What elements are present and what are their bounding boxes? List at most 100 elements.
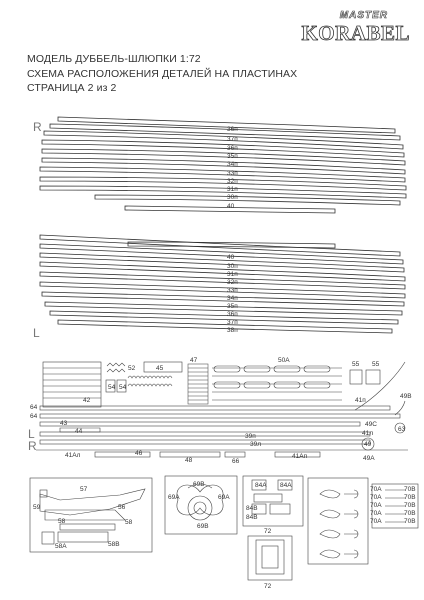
plank-label: 32п [227,178,238,185]
part-label: 70А [370,502,382,509]
part-label: 84В [246,505,258,512]
part-label: 39л [250,441,261,448]
right-side-marker: R [33,120,42,134]
part-label: 55 [352,361,360,368]
part-label: 64 [30,404,38,411]
part-label: 58 [125,519,133,526]
part-label: 69В [197,523,209,530]
part-label: 64 [30,413,38,420]
part-label: 41п [355,397,366,404]
part-label: 70В [404,494,416,501]
part-label: 52 [128,365,136,372]
part-label: 84В [246,514,258,521]
plate-bottom-left [29,477,153,553]
logo-korabel-text: KORABEL [301,21,410,46]
part-label: 43 [60,420,68,427]
plate-right-planks [39,116,407,214]
plank-label: 38п [227,327,238,334]
part-label: 72 [264,583,272,590]
plank-labels-left: 40 30п 31п 32п 33п 34п 35п 36п 37п 38п [227,254,238,334]
part-label: 42 [83,397,91,404]
title-page: СТРАНИЦА 2 из 2 [27,82,117,94]
part-label: 58В [108,541,120,548]
plate-bottom-69-labels: 69В 69А 69А 69В [168,481,230,530]
part-label: 49С [365,421,377,428]
lower-right-marker: R [28,439,37,453]
part-label: 58А [55,543,67,550]
plank-label: 35п [227,303,238,310]
plank-label: 34п [227,161,238,168]
plate-bottom-hooks-labels: 70А 70В 70А 70В 70А 70В 70А 70В 70А 70В [370,486,416,525]
part-label: 49 [364,441,372,448]
part-label: 48 [185,457,193,464]
plank-label: 30п [227,263,238,270]
plank-label: 36п [227,311,238,318]
plank-label: 33п [227,287,238,294]
part-label: 47 [190,357,198,364]
part-label: 54 [119,384,127,391]
part-label: 70В [404,486,416,493]
plank-label: 33п [227,170,238,177]
plank-label: 31п [227,186,238,193]
part-label: 57 [80,486,88,493]
plate-strips [36,361,408,458]
plank-label: 30п [227,194,238,201]
part-label: 70А [370,510,382,517]
part-label: 70В [404,510,416,517]
plate-bottom-left-labels: 57 59 56 58 58 58А 58В [33,486,133,550]
plate-bottom-84-labels: 84А 84А 84В 84В [246,482,292,521]
plate-bottom-84 [242,475,304,527]
part-label: 44 [75,428,83,435]
page-title: МОДЕЛЬ ДУББЕЛЬ-ШЛЮПКИ 1:72 СХЕМА РАСПОЛО… [27,52,357,96]
part-label: 63 [398,426,406,433]
logo-master-text: MASTER [339,10,388,22]
part-label: 69В [193,481,205,488]
plate-bottom-69 [164,475,238,535]
lower-left-marker: L [28,427,35,441]
part-label: 41Ап [292,453,308,460]
plank-label: 40 [227,203,235,210]
part-label: 70В [404,518,416,525]
plate-bottom-72-labels: 72 72 [264,528,272,590]
plank-labels-right: 36п 37п 36п 35п 34п 33п 32п 31п 30п 40 [227,126,238,210]
part-label: 70А [370,486,382,493]
part-label: 58 [58,518,66,525]
part-label: 84А [255,482,267,489]
plate-left-planks [39,234,406,334]
plank-label: 36п [227,126,238,133]
title-model: МОДЕЛЬ ДУББЕЛЬ-ШЛЮПКИ 1:72 [27,53,201,65]
part-label: 69А [218,494,230,501]
left-side-marker: L [33,326,40,340]
part-label: 49В [400,393,412,400]
part-label: 41Ал [65,452,81,459]
plank-label: 37п [227,319,238,326]
plank-label: 40 [227,254,235,261]
plank-label: 32п [227,279,238,286]
plank-label: 31п [227,271,238,278]
plank-label: 34п [227,295,238,302]
plate-bottom-hooks [307,477,419,565]
part-label: 72 [264,528,272,535]
part-label: 69А [168,494,180,501]
part-label: 66 [232,458,240,465]
plank-label: 37п [227,136,238,143]
part-label: 49А [363,455,375,462]
part-label: 46 [135,450,143,457]
part-label: 70А [370,518,382,525]
title-scheme: СХЕМА РАСПОЛОЖЕНИЯ ДЕТАЛЕЙ НА ПЛАСТИНАХ [27,67,298,80]
part-label: 39п [245,433,256,440]
part-label: 55 [372,361,380,368]
plate-strips-labels: 52 45 47 50А 55 55 54 54 42 64 64 41п 43… [30,357,412,465]
part-label: 84А [280,482,292,489]
part-label: 59 [33,504,41,511]
part-label: 45 [156,365,164,372]
plank-label: 36п [227,145,238,152]
part-label: 70В [404,502,416,509]
part-label: 41л [362,430,373,437]
part-label: 70А [370,494,382,501]
part-label: 56 [118,504,126,511]
plank-label: 35п [227,153,238,160]
plate-bottom-72 [247,535,293,581]
brand-logo: MASTER KORABEL [301,10,410,54]
